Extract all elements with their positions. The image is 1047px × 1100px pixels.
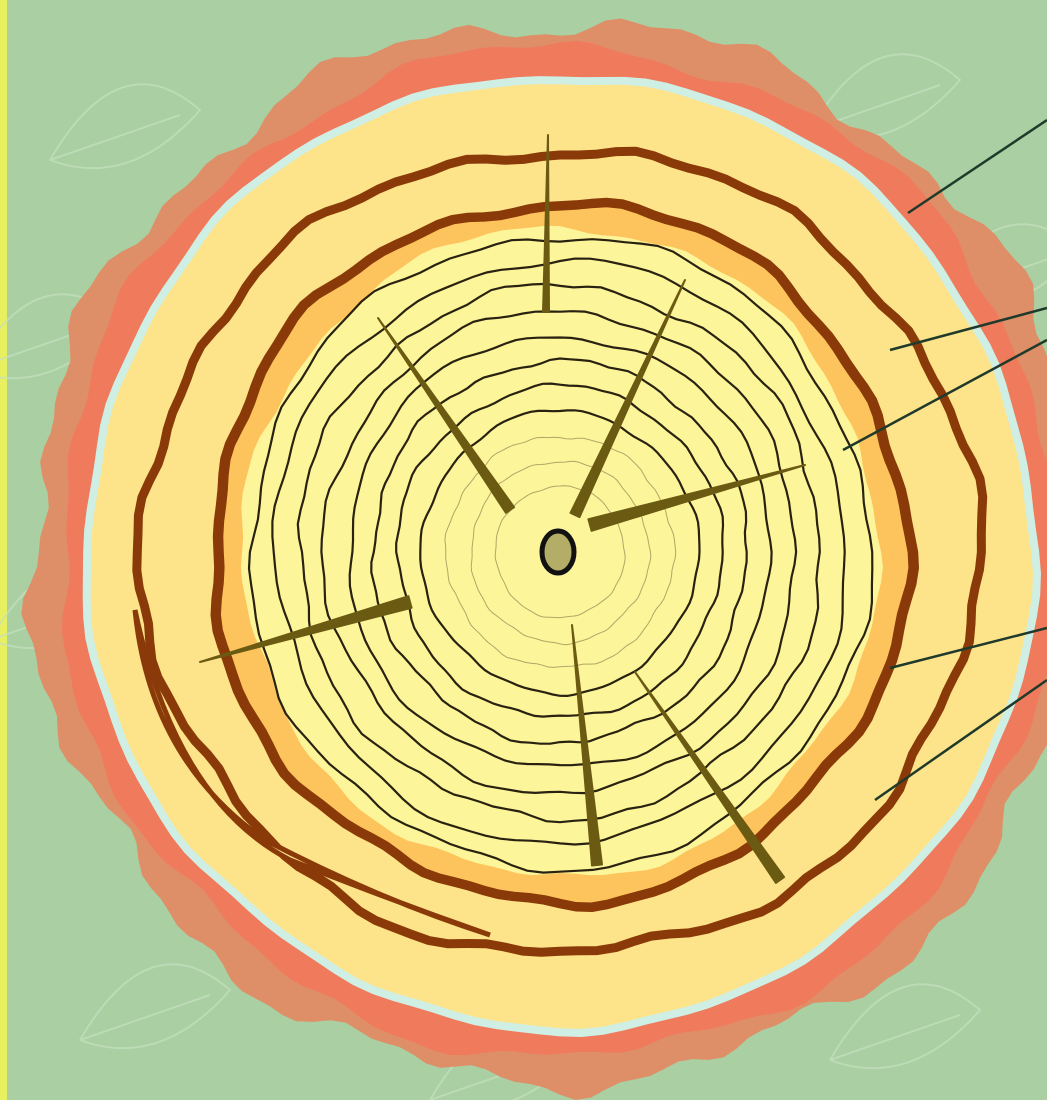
medullary-ray <box>634 671 786 884</box>
medullary-ray <box>569 279 686 519</box>
growth-ring <box>419 409 701 698</box>
pointer-line <box>889 306 1047 352</box>
growth-ring <box>348 336 773 767</box>
growth-ring <box>247 238 874 874</box>
growth-ring <box>494 485 626 619</box>
medullary-ray <box>587 464 806 532</box>
pith <box>539 528 577 576</box>
heartwood-boundary-line <box>213 200 916 910</box>
growth-ring <box>444 436 677 668</box>
leaf-outline <box>829 983 982 1070</box>
growth-ring <box>470 460 652 646</box>
pointer-line <box>889 626 1047 670</box>
medullary-ray <box>377 317 516 514</box>
annual-ring-outer <box>132 146 988 957</box>
medullary-rays <box>199 134 806 884</box>
pointer-line <box>874 678 1047 802</box>
medullary-ray <box>542 134 550 313</box>
growth-ring <box>370 357 748 745</box>
growth-ring <box>296 282 821 824</box>
leaf-outline <box>79 963 232 1050</box>
growth-rings <box>247 238 874 874</box>
growth-ring <box>271 257 846 846</box>
pointer-line <box>842 338 1047 452</box>
pointer-line <box>907 118 1047 215</box>
medullary-ray <box>571 624 603 867</box>
growth-ring <box>395 382 725 718</box>
medullary-ray <box>199 595 413 663</box>
leaf-outline <box>49 83 202 170</box>
sapwood-crack <box>132 609 491 938</box>
label-pointer-lines <box>842 118 1047 802</box>
edge-strip <box>0 0 7 1100</box>
growth-ring <box>320 310 798 795</box>
